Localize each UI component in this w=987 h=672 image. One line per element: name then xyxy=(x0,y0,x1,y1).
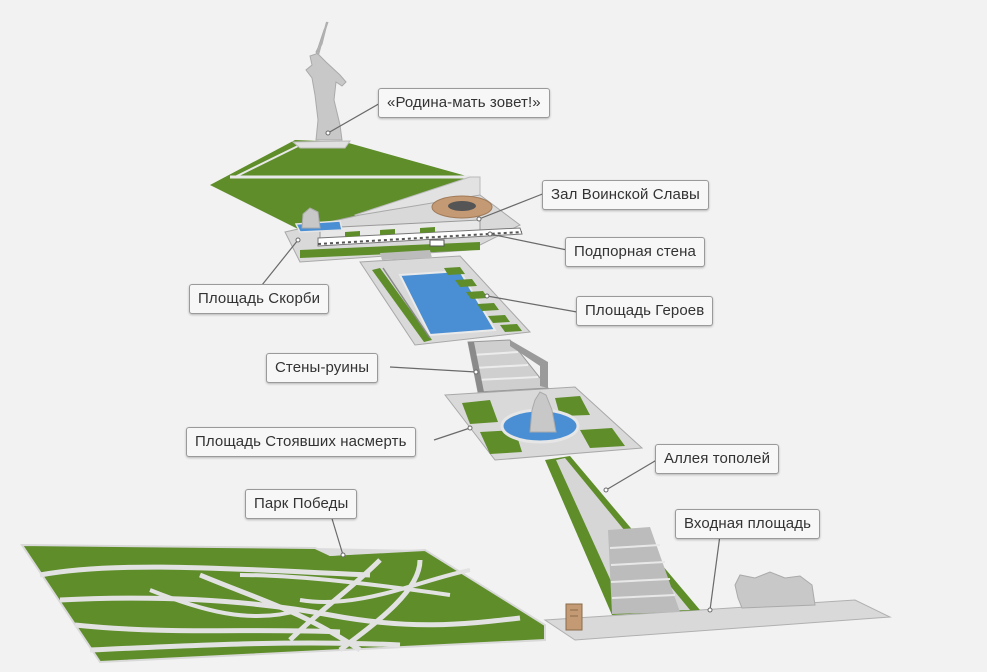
label-motherland: «Родина-мать зовет!» xyxy=(378,88,550,118)
label-square-of-sorrow: Площадь Скорби xyxy=(189,284,329,314)
motherland-statue xyxy=(306,22,346,140)
label-victory-park: Парк Победы xyxy=(245,489,357,519)
label-entrance-square: Входная площадь xyxy=(675,509,820,539)
label-stood-to-death-square: Площадь Стоявших насмерть xyxy=(186,427,416,457)
ruined-walls xyxy=(468,340,548,392)
label-heroes-square: Площадь Героев xyxy=(576,296,713,326)
label-hall-of-glory: Зал Воинской Славы xyxy=(542,180,709,210)
victory-park xyxy=(22,545,545,662)
label-ruined-walls: Стены-руины xyxy=(266,353,378,383)
stood-to-death-square xyxy=(445,387,642,460)
heroes-square xyxy=(360,256,530,345)
entrance-relief xyxy=(735,572,815,608)
entrance-square xyxy=(545,572,890,640)
label-retaining-wall: Подпорная стена xyxy=(565,237,705,267)
label-poplar-alley: Аллея тополей xyxy=(655,444,779,474)
